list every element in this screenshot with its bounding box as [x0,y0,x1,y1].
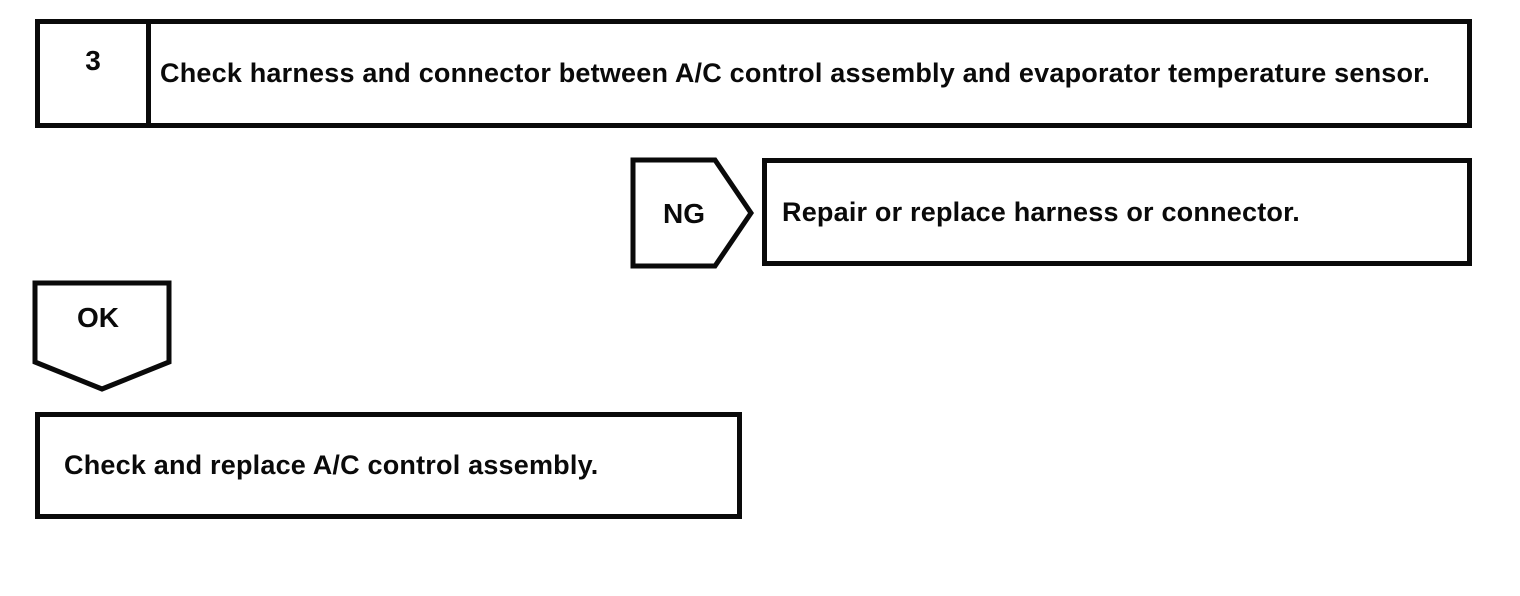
step-number: 3 [85,45,101,76]
ok-label: OK [77,302,119,333]
ng-arrow: NG [630,157,754,269]
ok-arrow-outline [32,280,172,392]
ng-action-box: Repair or replace harness or connector. [762,158,1472,266]
ng-label: NG [663,198,705,229]
ok-arrow: OK [32,280,172,392]
step-number-cell: 3 [40,24,151,123]
ok-action-text: Check and replace A/C control assembly. [64,450,599,480]
ng-action-text: Repair or replace harness or connector. [782,196,1300,227]
ok-action-box: Check and replace A/C control assembly. [35,412,742,519]
ng-arrow-outline [630,157,754,269]
step-text-cell: Check harness and connector between A/C … [151,24,1467,123]
step-box: 3 Check harness and connector between A/… [35,19,1472,128]
step-instruction: Check harness and connector between A/C … [160,58,1431,88]
